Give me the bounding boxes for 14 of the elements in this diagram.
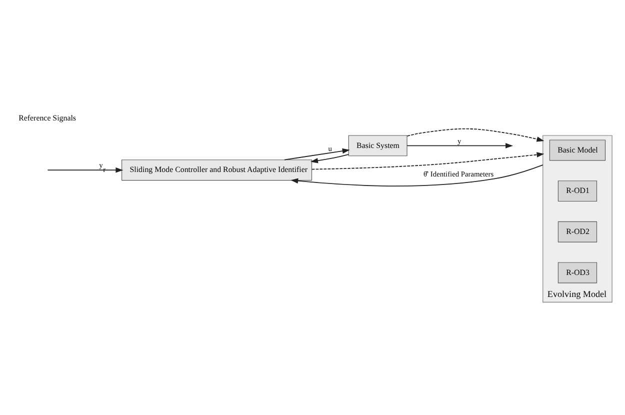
arrow xyxy=(312,152,544,170)
node-box: Basic System xyxy=(348,135,408,156)
label: Reference Signals xyxy=(18,114,76,123)
node-box: Sliding Mode Controller and Robust Adaptive Identifier xyxy=(122,160,312,181)
node-box: R-OD1 xyxy=(558,180,598,202)
arrow xyxy=(406,143,513,148)
arrow xyxy=(290,164,544,186)
arrow xyxy=(47,167,124,173)
node-box: Basic Model xyxy=(549,140,606,161)
arrow xyxy=(406,128,544,142)
arrow xyxy=(284,148,350,160)
node-box: R-OD2 xyxy=(558,221,598,242)
arrow xyxy=(310,154,350,164)
node-box: R-OD3 xyxy=(558,262,598,284)
